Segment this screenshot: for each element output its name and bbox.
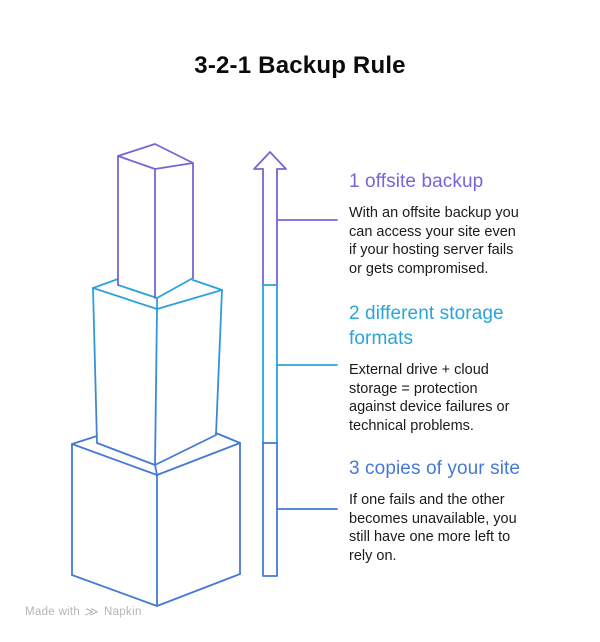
section-storage-formats: 2 different storage formats External dri… [349,301,585,436]
section-offsite-backup: 1 offsite backup With an offsite backup … [349,169,585,279]
stacked-boxes-bottom-box-icon [71,432,241,607]
stacked-boxes-top-box-icon [117,143,194,299]
section-copies-body: If one fails and the other becomes unava… [349,492,517,565]
watermark-brand-label: Napkin [104,605,142,618]
watermark-made-with-label: Made with [25,605,81,618]
section-offsite-heading: 1 offsite backup [349,171,484,192]
napkin-logo-icon: ≫ [84,604,101,619]
section-storage-heading: 2 different storage formats [349,303,504,349]
section-offsite-body: With an offsite backup you can access yo… [349,205,519,278]
up-arrow-icon [253,151,287,577]
section-copies-heading: 3 copies of your site [349,458,521,479]
section-site-copies: 3 copies of your site If one fails and t… [349,456,585,566]
napkin-watermark[interactable]: Made with ≫ Napkin [25,604,142,619]
section-storage-body: External drive + cloud storage = protect… [349,362,510,435]
page-title: 3-2-1 Backup Rule [194,52,406,79]
stacked-boxes-middle-box-icon [92,277,223,466]
